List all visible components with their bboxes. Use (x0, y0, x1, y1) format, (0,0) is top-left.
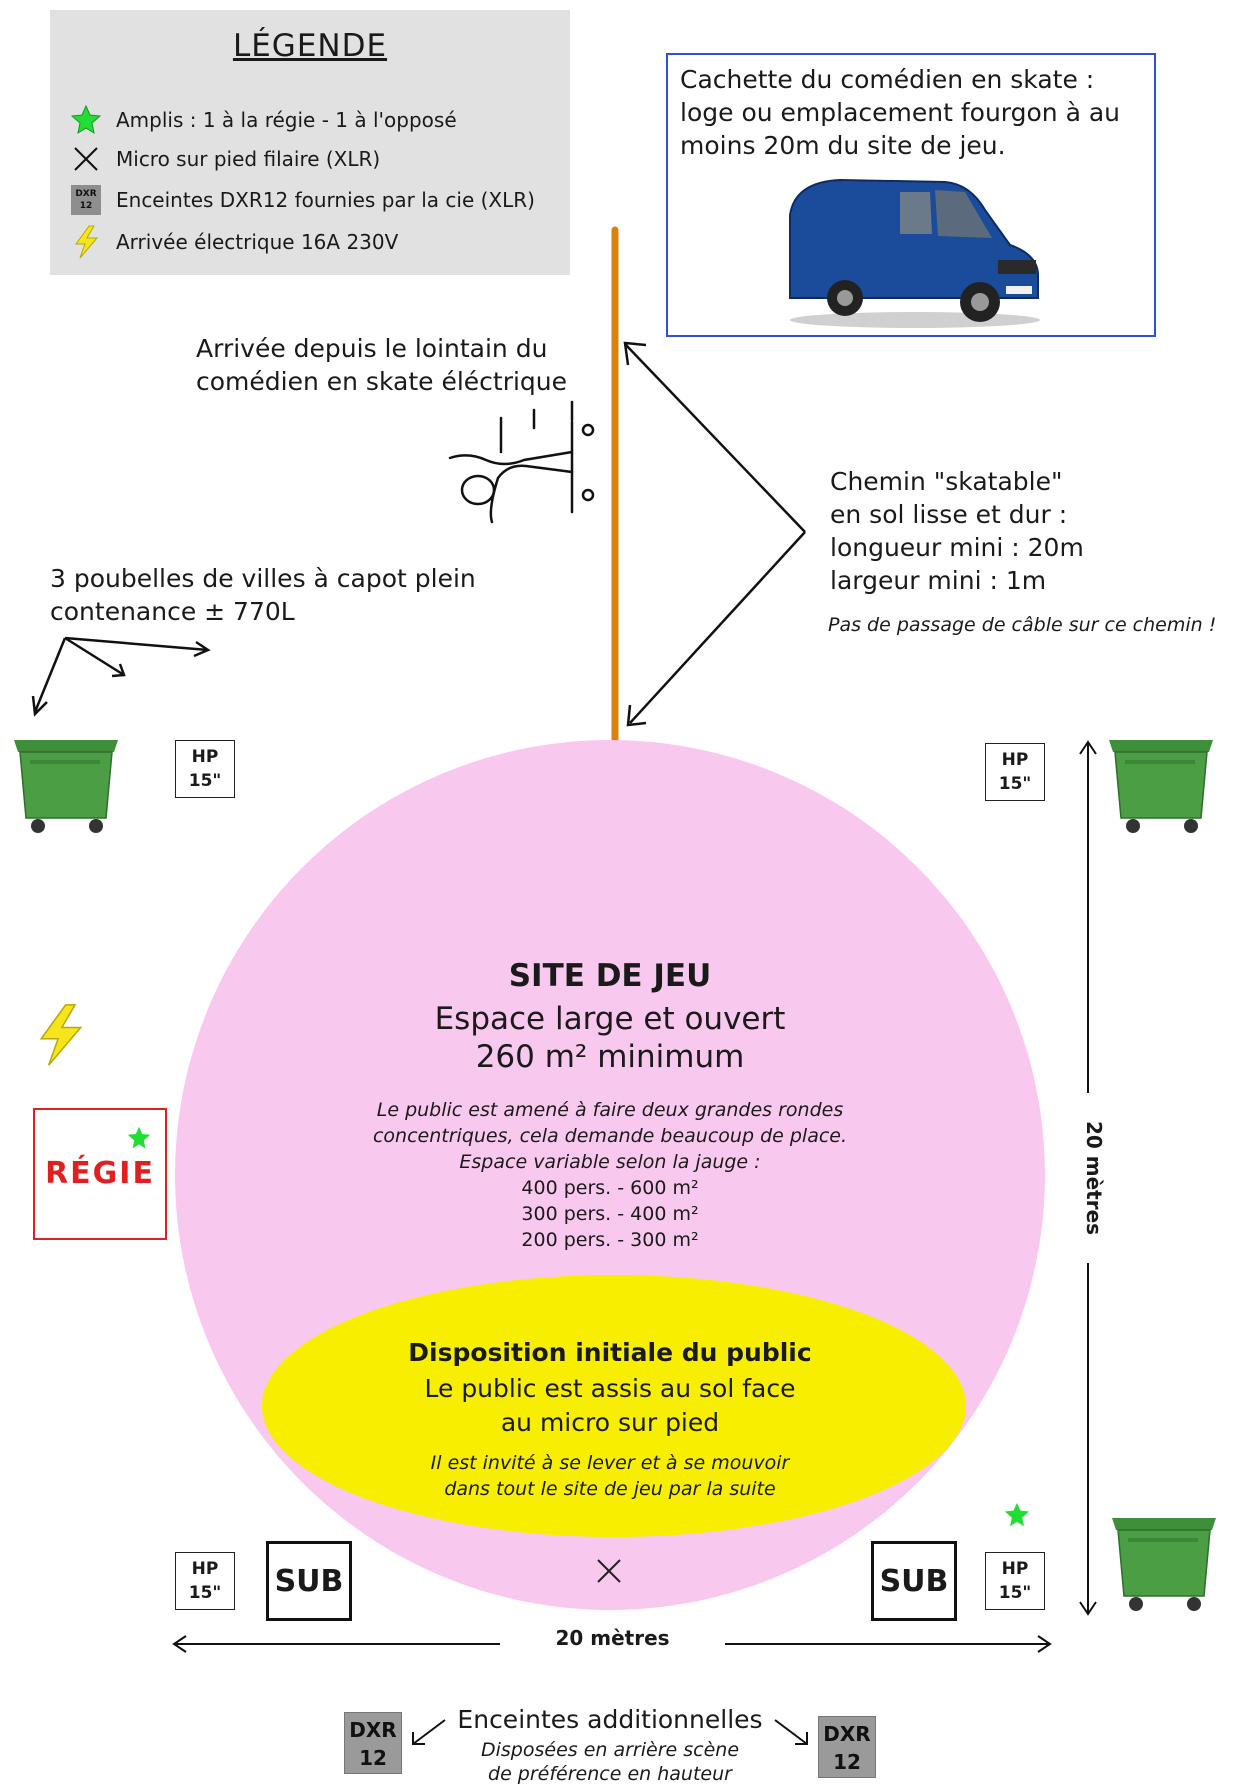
lightning-icon (68, 224, 104, 260)
skater-icon (448, 400, 595, 524)
legend-item-amps: Amplis : 1 à la régie - 1 à l'opposé (68, 102, 457, 138)
path-description: Chemin "skatable" en sol lisse et dur : … (830, 467, 1084, 595)
amplifier-star-icon (1004, 1502, 1030, 1527)
horizontal-dimension-label: 20 mètres (500, 1626, 725, 1650)
trash-bin-icon (1109, 740, 1213, 833)
site-title: SITE DE JEU (508, 958, 712, 994)
public-note: Il est invité à se lever et à se mouvoir… (430, 1452, 790, 1500)
hiding-spot-text: Cachette du comédien en skate : loge ou … (680, 65, 1121, 160)
site-capacity-list: 400 pers. - 600 m² 300 pers. - 400 m² 20… (521, 1177, 699, 1251)
legend-label-amps: Amplis : 1 à la régie - 1 à l'opposé (116, 108, 457, 132)
site-subtitle: Espace large et ouvert 260 m² minimum (434, 1001, 786, 1075)
path-length-bracket (623, 341, 806, 727)
path-cable-note: Pas de passage de câble sur ce chemin ! (828, 614, 1217, 636)
control-booth: RÉGIE (33, 1108, 167, 1240)
van-icon (789, 178, 1040, 328)
public-description: Le public est assis au sol face au micro… (424, 1374, 796, 1437)
legend-label-dxr: Enceintes DXR12 fournies par la cie (XLR… (116, 188, 535, 212)
legend-title: LÉGENDE (232, 28, 388, 64)
legend-label-power: Arrivée électrique 16A 230V (116, 230, 399, 254)
additional-speakers-title: Enceintes additionnelles (457, 1705, 763, 1734)
additional-speaker-arrows (412, 1719, 808, 1745)
legend-label-mic: Micro sur pied filaire (XLR) (116, 147, 381, 171)
audience-area-ellipse (262, 1275, 966, 1537)
vertical-dimension-label: 20 mètres (1080, 1093, 1106, 1263)
sub-speaker-left: SUB (266, 1541, 352, 1621)
power-supply-icon (39, 1004, 83, 1066)
bins-text: 3 poubelles de villes à capot plein cont… (50, 564, 476, 626)
legend-item-mic: Micro sur pied filaire (XLR) (68, 141, 380, 177)
hiding-spot-box: Cachette du comédien en skate : loge ou … (666, 53, 1156, 337)
bins-pointer-arrows (31, 636, 211, 717)
stand-microphone-icon (597, 1559, 621, 1583)
public-title: Disposition initiale du public (408, 1338, 812, 1367)
trash-bin-icon (14, 740, 118, 833)
cross-icon (68, 141, 104, 177)
site-note: Le public est amené à faire deux grandes… (372, 1099, 848, 1173)
control-booth-label: RÉGIE (45, 1156, 155, 1191)
arrival-text: Arrivée depuis le lointain du comédien e… (196, 334, 568, 396)
green-star-icon (68, 102, 104, 138)
amplifier-star-icon (127, 1126, 151, 1149)
legend-item-power: Arrivée électrique 16A 230V (68, 224, 398, 260)
additional-speakers-note: Disposées en arrière scène de préférence… (480, 1739, 740, 1785)
legend-panel: LÉGENDE Amplis : 1 à la régie - 1 à l'op… (50, 10, 570, 275)
sub-speaker-right: SUB (871, 1541, 957, 1621)
trash-bin-icon (1112, 1518, 1216, 1611)
